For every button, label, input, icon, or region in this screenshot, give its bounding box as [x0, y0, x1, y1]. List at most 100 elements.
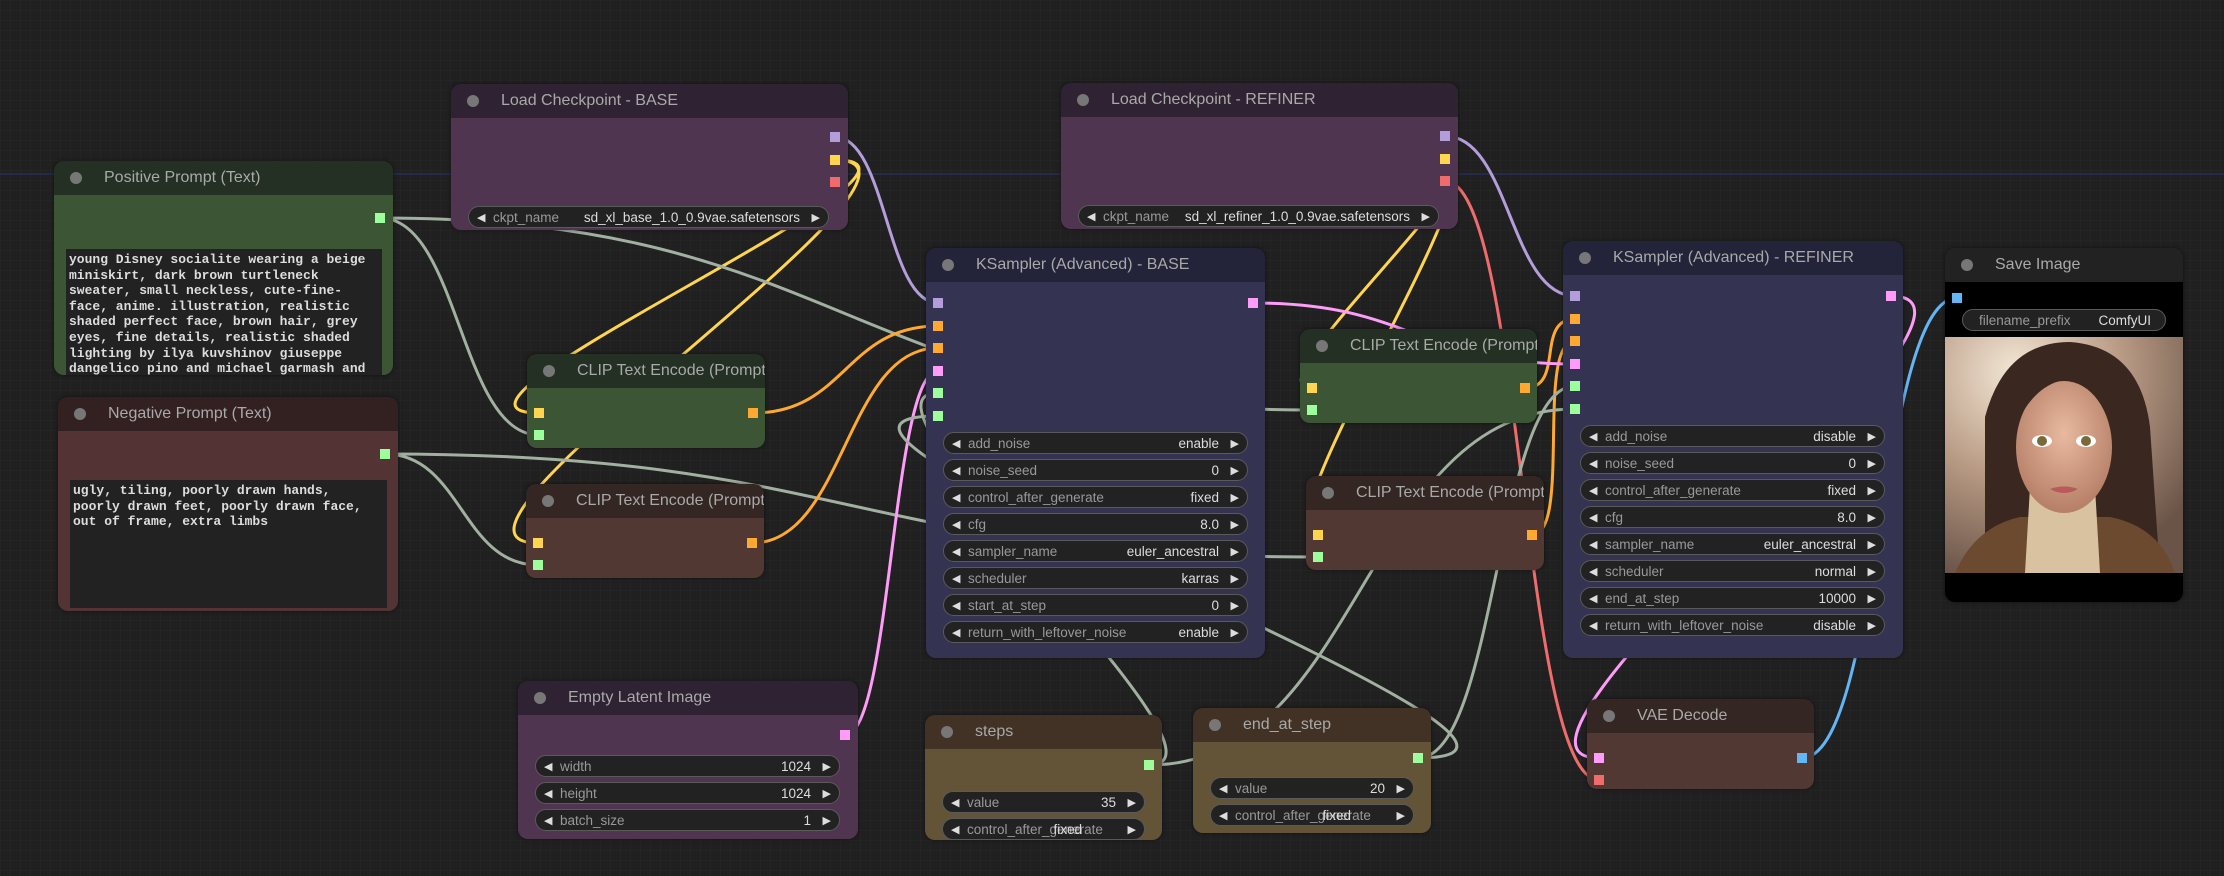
collapse-dot-icon[interactable]: [74, 408, 86, 420]
collapse-dot-icon[interactable]: [70, 172, 82, 184]
collapse-dot-icon[interactable]: [542, 495, 554, 507]
arrow-left-icon[interactable]: ◀: [1589, 485, 1598, 497]
arrow-right-icon[interactable]: ▶: [1230, 465, 1239, 477]
node-title[interactable]: Negative Prompt (Text): [58, 397, 398, 431]
node-title[interactable]: CLIP Text Encode (Prompt): [526, 484, 764, 518]
arrow-left-icon[interactable]: ◀: [1589, 566, 1598, 578]
node-load-checkpoint-base[interactable]: Load Checkpoint - BASE ◀ ckpt_name sd_xl…: [451, 84, 848, 230]
arrow-left-icon[interactable]: ◀: [952, 465, 961, 477]
node-load-checkpoint-refiner[interactable]: Load Checkpoint - REFINER ◀ ckpt_name sd…: [1061, 83, 1458, 229]
arrow-right-icon[interactable]: ▶: [1867, 485, 1876, 497]
arrow-left-icon[interactable]: ◀: [952, 573, 961, 585]
arrow-right-icon[interactable]: ▶: [1230, 519, 1239, 531]
arrow-left-icon[interactable]: ◀: [1589, 620, 1598, 632]
input-port-start-at-step[interactable]: [1570, 381, 1580, 391]
output-port-conditioning[interactable]: [1527, 530, 1537, 540]
arrow-left-icon[interactable]: ◀: [1087, 211, 1096, 223]
arrow-left-icon[interactable]: ◀: [951, 824, 960, 836]
collapse-dot-icon[interactable]: [534, 692, 546, 704]
arrow-left-icon[interactable]: ◀: [477, 212, 486, 224]
output-port-vae[interactable]: [830, 177, 840, 187]
output-port-latent[interactable]: [1248, 298, 1258, 308]
output-port-string[interactable]: [380, 449, 390, 459]
arrow-right-icon[interactable]: ▶: [1230, 627, 1239, 639]
output-port-latent[interactable]: [1886, 291, 1896, 301]
widget-filename-prefix[interactable]: filename_prefix ComfyUI: [1962, 309, 2166, 331]
arrow-right-icon[interactable]: ▶: [1230, 492, 1239, 504]
collapse-dot-icon[interactable]: [543, 365, 555, 377]
node-vae-decode[interactable]: VAE Decode: [1587, 699, 1814, 789]
node-save-image[interactable]: Save Image filename_prefix ComfyUI: [1945, 248, 2183, 602]
node-title[interactable]: end_at_step: [1193, 708, 1431, 742]
prompt-textarea[interactable]: young Disney socialite wearing a beige m…: [66, 249, 382, 375]
arrow-right-icon[interactable]: ▶: [1127, 797, 1136, 809]
arrow-left-icon[interactable]: ◀: [544, 815, 553, 827]
node-ksampler-refiner[interactable]: KSampler (Advanced) - REFINER ◀add_noise…: [1563, 241, 1903, 658]
output-port-vae[interactable]: [1440, 176, 1450, 186]
arrow-right-icon[interactable]: ▶: [1867, 566, 1876, 578]
arrow-right-icon[interactable]: ▶: [1867, 593, 1876, 605]
input-port-model[interactable]: [1570, 291, 1580, 301]
arrow-right-icon[interactable]: ▶: [1867, 620, 1876, 632]
arrow-right-icon[interactable]: ▶: [1867, 539, 1876, 551]
arrow-right-icon[interactable]: ▶: [1867, 431, 1876, 443]
node-title[interactable]: CLIP Text Encode (Prompt): [1306, 476, 1544, 510]
arrow-left-icon[interactable]: ◀: [1589, 539, 1598, 551]
node-title[interactable]: Positive Prompt (Text): [54, 161, 393, 195]
arrow-right-icon[interactable]: ▶: [1230, 573, 1239, 585]
arrow-right-icon[interactable]: ▶: [1867, 512, 1876, 524]
arrow-left-icon[interactable]: ◀: [1589, 431, 1598, 443]
node-title[interactable]: VAE Decode: [1587, 699, 1814, 733]
node-clip-text-encode-base-negative[interactable]: CLIP Text Encode (Prompt): [526, 484, 764, 578]
output-port-clip[interactable]: [1440, 154, 1450, 164]
output-port-clip[interactable]: [830, 155, 840, 165]
arrow-right-icon[interactable]: ▶: [1396, 783, 1405, 795]
arrow-left-icon[interactable]: ◀: [952, 519, 961, 531]
input-port-positive[interactable]: [1570, 314, 1580, 324]
collapse-dot-icon[interactable]: [1077, 94, 1089, 106]
input-port-steps[interactable]: [933, 388, 943, 398]
output-port-int[interactable]: [1413, 753, 1423, 763]
input-port-negative[interactable]: [933, 343, 943, 353]
input-port-text[interactable]: [1307, 405, 1317, 415]
node-title[interactable]: Load Checkpoint - BASE: [451, 84, 848, 118]
output-port-model[interactable]: [1440, 131, 1450, 141]
arrow-left-icon[interactable]: ◀: [952, 600, 961, 612]
collapse-dot-icon[interactable]: [1209, 719, 1221, 731]
arrow-right-icon[interactable]: ▶: [1396, 810, 1405, 822]
node-clip-text-encode-refiner-negative[interactable]: CLIP Text Encode (Prompt): [1306, 476, 1544, 570]
arrow-left-icon[interactable]: ◀: [1219, 783, 1228, 795]
widget-ckpt-name[interactable]: ◀ ckpt_name sd_xl_base_1.0_0.9vae.safete…: [468, 206, 829, 228]
output-port-model[interactable]: [830, 132, 840, 142]
node-clip-text-encode-refiner-positive[interactable]: CLIP Text Encode (Prompt): [1300, 329, 1537, 423]
arrow-left-icon[interactable]: ◀: [544, 788, 553, 800]
prompt-textarea[interactable]: ugly, tiling, poorly drawn hands, poorly…: [70, 480, 387, 608]
input-port-text[interactable]: [534, 430, 544, 440]
collapse-dot-icon[interactable]: [942, 259, 954, 271]
node-title[interactable]: Empty Latent Image: [518, 681, 858, 715]
input-port-latent[interactable]: [1570, 359, 1580, 369]
collapse-dot-icon[interactable]: [1316, 340, 1328, 352]
node-title[interactable]: steps: [925, 715, 1162, 749]
input-port-clip[interactable]: [1313, 530, 1323, 540]
collapse-dot-icon[interactable]: [1322, 487, 1334, 499]
arrow-right-icon[interactable]: ▶: [1867, 458, 1876, 470]
arrow-left-icon[interactable]: ◀: [952, 438, 961, 450]
input-port-model[interactable]: [933, 298, 943, 308]
image-preview[interactable]: [1945, 337, 2183, 590]
output-port-latent[interactable]: [840, 730, 850, 740]
input-port-clip[interactable]: [534, 408, 544, 418]
